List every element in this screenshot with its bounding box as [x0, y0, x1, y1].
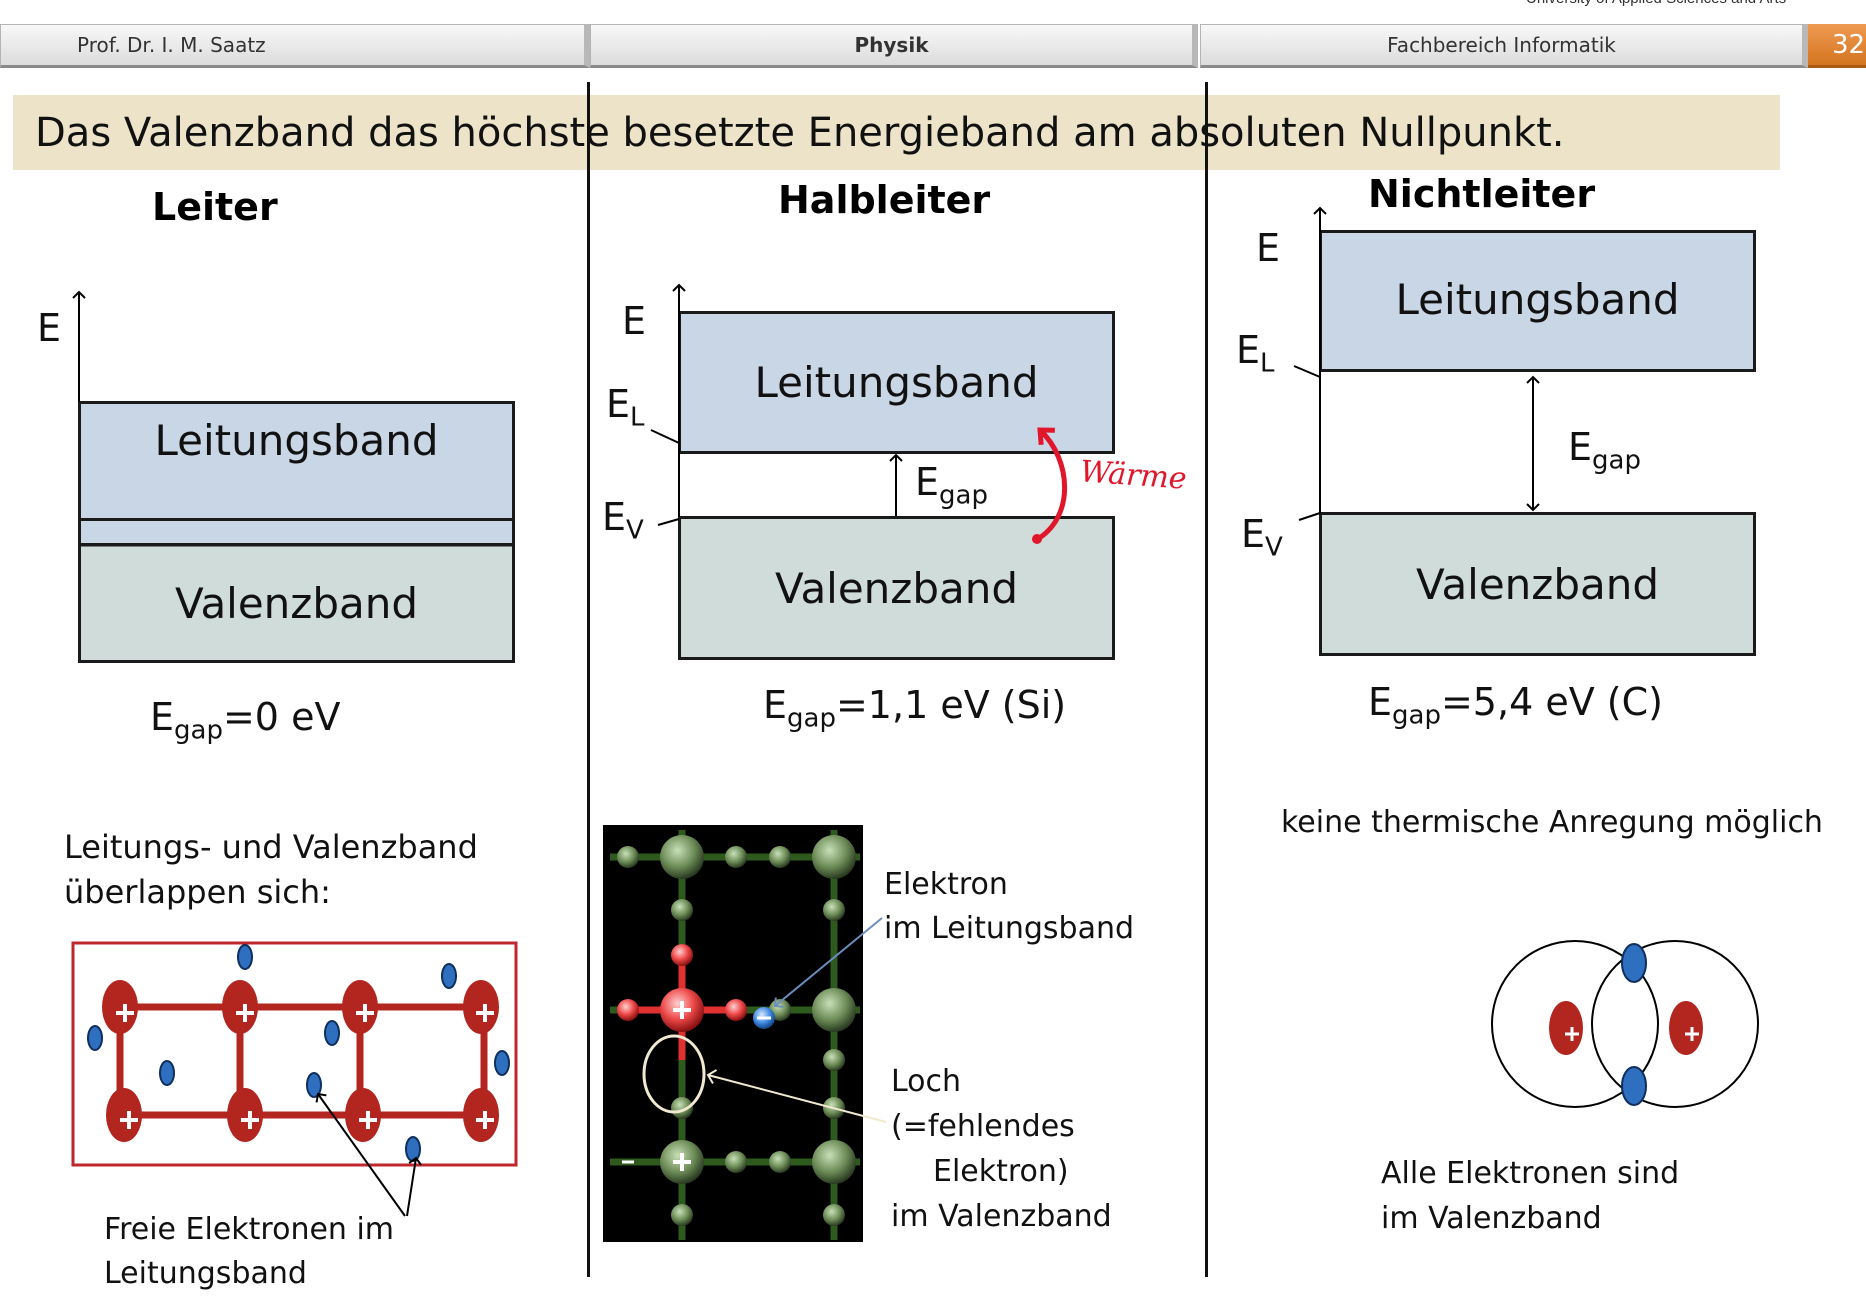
overlap-text: Leitungs- und Valenzband überlappen sich… — [64, 825, 478, 915]
hole-text: Loch (=fehlendes Elektron) im Valenzband — [891, 1059, 1112, 1239]
overlap-text-line1: Leitungs- und Valenzband — [64, 828, 478, 866]
valence-band-label: Valenzband — [174, 578, 419, 628]
metal-lattice-diagram — [71, 941, 518, 1217]
conduction-band-leiter: Leitungsband — [78, 401, 515, 523]
conduction-band-label: Leitungsband — [154, 416, 439, 465]
overlap-text-line2: überlappen sich: — [64, 872, 331, 911]
gap-value-halbleiter: Egap=1,1 eV (Si) — [763, 683, 1067, 734]
valence-band-nichtleiter: Valenzband — [1319, 512, 1756, 656]
all-electrons-line2: im Valenzband — [1381, 1201, 1602, 1236]
column-divider-right — [1205, 82, 1208, 1277]
covalent-bond-diagram — [1491, 940, 1759, 1108]
valence-band-label: Valenzband — [774, 563, 1019, 613]
conduction-band-label: Leitungsband — [1395, 275, 1680, 324]
el-tick-nichtleiter — [1293, 365, 1321, 378]
gap-value-nichtleiter: Egap=5,4 eV (C) — [1368, 680, 1663, 731]
gap-value-leiter: Egap=0 eV — [150, 695, 341, 746]
page-number: 32 — [1808, 24, 1866, 68]
free-electrons-text: Freie Elektronen im Leitungsband — [104, 1208, 394, 1295]
ev-tick-halbleiter — [657, 518, 680, 526]
ev-label-halbleiter: EV — [602, 495, 644, 546]
author-name: Prof. Dr. I. M. Saatz — [77, 33, 266, 57]
hole-text-line1: Loch — [891, 1064, 962, 1099]
no-excitation-text: keine thermische Anregung möglich — [1281, 805, 1823, 840]
gap-arrow-label-halbleiter: Egap — [915, 460, 988, 511]
valence-band-label: Valenzband — [1415, 559, 1660, 609]
hole-text-line4: im Valenzband — [891, 1199, 1112, 1234]
heat-arrow-start — [1032, 534, 1042, 544]
el-tick-halbleiter — [650, 429, 680, 444]
silicon-lattice-drawing — [610, 830, 887, 1240]
valence-band-halbleiter: Valenzband — [678, 516, 1115, 660]
el-label-nichtleiter: EL — [1236, 328, 1275, 379]
hole-text-line2: (=fehlendes — [891, 1109, 1075, 1144]
el-label-halbleiter: EL — [606, 382, 645, 433]
header-author-tab: Prof. Dr. I. M. Saatz — [0, 24, 590, 68]
header-subject-tab: Physik — [590, 24, 1198, 68]
conduction-band-halbleiter: Leitungsband — [678, 311, 1115, 454]
heat-arrow — [1034, 427, 1067, 543]
energy-axis-label-leiter: E — [37, 306, 62, 350]
heading-nichtleiter: Nichtleiter — [1368, 172, 1596, 216]
electron-text-line2: im Leitungsband — [884, 910, 1135, 946]
electron-text-line1: Elektron — [884, 867, 1008, 902]
energy-axis-label-halbleiter: E — [622, 299, 647, 343]
conduction-band-nichtleiter: Leitungsband — [1319, 230, 1756, 372]
conduction-band-label: Leitungsband — [754, 358, 1039, 407]
ev-label-nichtleiter: EV — [1241, 512, 1283, 563]
heading-leiter: Leiter — [152, 185, 278, 229]
column-divider-left — [587, 82, 590, 1277]
free-electrons-line1: Freie Elektronen im — [104, 1212, 395, 1247]
subject-name: Physik — [854, 33, 929, 57]
electron-text: Elektron im Leitungsband — [884, 863, 1134, 950]
hole-text-line3: Elektron) — [933, 1154, 1069, 1189]
all-electrons-text: Alle Elektronen sind im Valenzband — [1381, 1151, 1679, 1241]
slide-statement: Das Valenzband das höchste besetzte Ener… — [13, 95, 1780, 170]
department-name: Fachbereich Informatik — [1387, 33, 1616, 57]
heading-halbleiter: Halbleiter — [778, 178, 991, 222]
gap-arrow-label-nichtleiter: Egap — [1568, 425, 1641, 476]
free-electrons-line2: Leitungsband — [104, 1255, 307, 1291]
header-department-tab: Fachbereich Informatik — [1200, 24, 1808, 68]
ev-tick-nichtleiter — [1298, 512, 1321, 521]
all-electrons-line1: Alle Elektronen sind — [1381, 1156, 1680, 1191]
university-name: University of Applied Sciences and Arts — [1526, 0, 1866, 8]
energy-axis-label-nichtleiter: E — [1256, 226, 1281, 270]
